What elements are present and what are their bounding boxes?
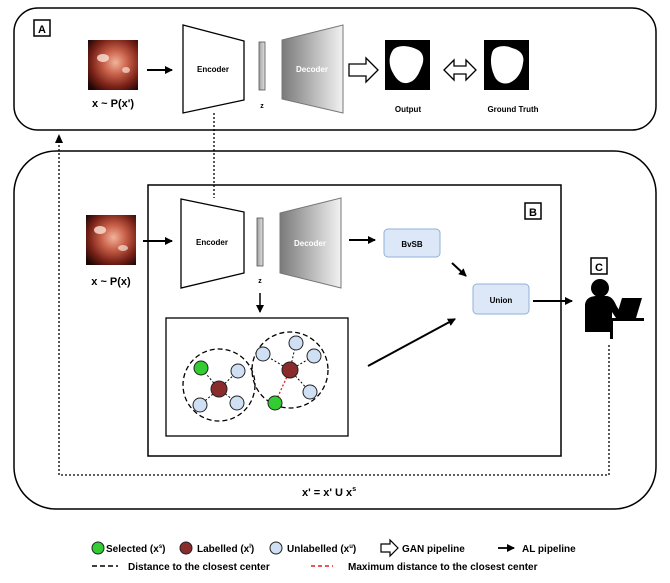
panel-b-letter: B <box>529 207 537 219</box>
legend-distance-text: Distance to the closest center <box>128 562 270 573</box>
labelled-center-left <box>210 380 228 398</box>
legend-gan-text: GAN pipeline <box>402 544 465 555</box>
legend-max-distance-text: Maximum distance to the closest center <box>348 562 538 573</box>
latent-z-top <box>258 41 266 91</box>
cluster-boundary-left <box>182 348 256 422</box>
panel-c-badge <box>590 257 608 275</box>
encoder-bottom-label: Encoder <box>196 238 228 247</box>
bvsb-box <box>383 228 441 258</box>
legend: Selected (xs) Labelled (xl) Unlabelled (… <box>91 538 576 573</box>
panel-b-frame <box>147 184 562 457</box>
ground-truth-label: Ground Truth <box>487 105 538 114</box>
gan-arrow-decoder-output <box>348 56 379 84</box>
unlabelled-node <box>229 395 245 411</box>
legend-selected-swatch <box>91 541 105 555</box>
decoder-bottom <box>279 197 342 289</box>
panel-a-frame <box>13 7 657 131</box>
endoscopy-image-bottom <box>86 215 136 265</box>
clustering-inset <box>165 317 349 437</box>
encoder-bottom <box>180 198 245 289</box>
unlabelled-node <box>255 346 271 362</box>
output-mask <box>385 40 430 90</box>
ground-truth-mask <box>484 40 529 90</box>
unlabelled-node <box>302 384 318 400</box>
legend-unlabelled-swatch <box>269 541 283 555</box>
labelled-center-right <box>281 361 299 379</box>
encoder-top-label: Encoder <box>197 65 229 74</box>
unlabelled-node <box>192 397 208 413</box>
encoder-top <box>182 24 245 114</box>
selected-node-left <box>193 360 209 376</box>
legend-gan-arrow-icon <box>380 538 399 558</box>
arrow-bvsb-union <box>451 262 467 277</box>
union-label: Union <box>490 296 513 305</box>
endoscopy-image-top <box>88 40 138 90</box>
selected-node-right <box>267 395 283 411</box>
outer-panel-frame <box>13 150 657 510</box>
feedback-loop-arrowhead <box>55 134 63 143</box>
legend-labelled-text: Labelled (xl) <box>197 544 254 555</box>
unlabelled-node <box>306 348 322 364</box>
panel-a-badge <box>33 19 51 37</box>
latent-z-bottom <box>256 217 264 267</box>
feedback-loop-dotted <box>58 141 610 476</box>
update-formula: x' = x' U xs <box>302 486 356 499</box>
decoder-bottom-label: Decoder <box>294 239 326 248</box>
panel-a-letter: A <box>38 24 46 36</box>
z-label-top: z <box>260 103 264 110</box>
cluster-nodes <box>192 335 322 413</box>
decoder-top <box>281 24 344 114</box>
unlabelled-node <box>230 363 246 379</box>
cluster-boundary-right <box>251 331 329 409</box>
legend-labelled-swatch <box>179 541 193 555</box>
arrow-clustering-union <box>367 318 456 367</box>
annotator-icon <box>585 279 644 339</box>
z-label-bottom: z <box>258 278 262 285</box>
legend-selected-text: Selected (xs) <box>106 544 166 555</box>
output-label: Output <box>395 105 422 114</box>
gan-double-arrow <box>443 58 477 82</box>
decoder-top-label: Decoder <box>296 65 328 74</box>
panel-b-badge <box>524 202 542 220</box>
union-box <box>472 283 530 315</box>
bvsb-label: BvSB <box>401 240 423 249</box>
panel-c-letter: C <box>595 262 603 274</box>
legend-al-text: AL pipeline <box>522 544 576 555</box>
input-label-bottom: x ~ P(x) <box>91 276 131 288</box>
input-label-top: x ~ P(x') <box>92 98 134 110</box>
legend-unlabelled-text: Unlabelled (xu) <box>287 544 356 555</box>
unlabelled-node <box>288 335 304 351</box>
